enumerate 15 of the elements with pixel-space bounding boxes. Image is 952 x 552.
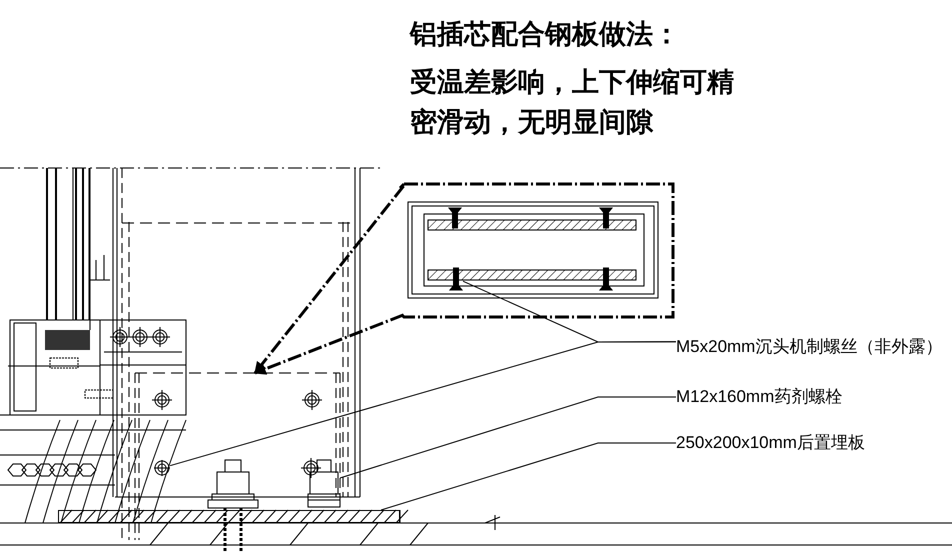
bolt-hole (154, 460, 170, 476)
callout-text: M5x20mm沉头机制螺丝（非外露） (676, 334, 946, 360)
aluminum-insert-detail-view (398, 182, 675, 319)
note-heading: 铝插芯配合钢板做法： (410, 18, 681, 51)
embedded-plate (58, 510, 400, 523)
chemical-anchor-bolt (308, 458, 340, 508)
callout-text: M12x160mm药剂螺栓 (676, 384, 886, 410)
callout-arrow (254, 314, 404, 375)
callout-text: 250x200x10mm后置埋板 (676, 430, 916, 456)
callout-arrow (254, 185, 405, 374)
leader-line (340, 396, 676, 478)
leader-line (170, 341, 676, 466)
leader-line (380, 442, 676, 510)
note-text: 受温差影响，上下伸缩可精密滑动，无明显间隙 (410, 66, 735, 139)
countersunk-screw (449, 266, 463, 290)
